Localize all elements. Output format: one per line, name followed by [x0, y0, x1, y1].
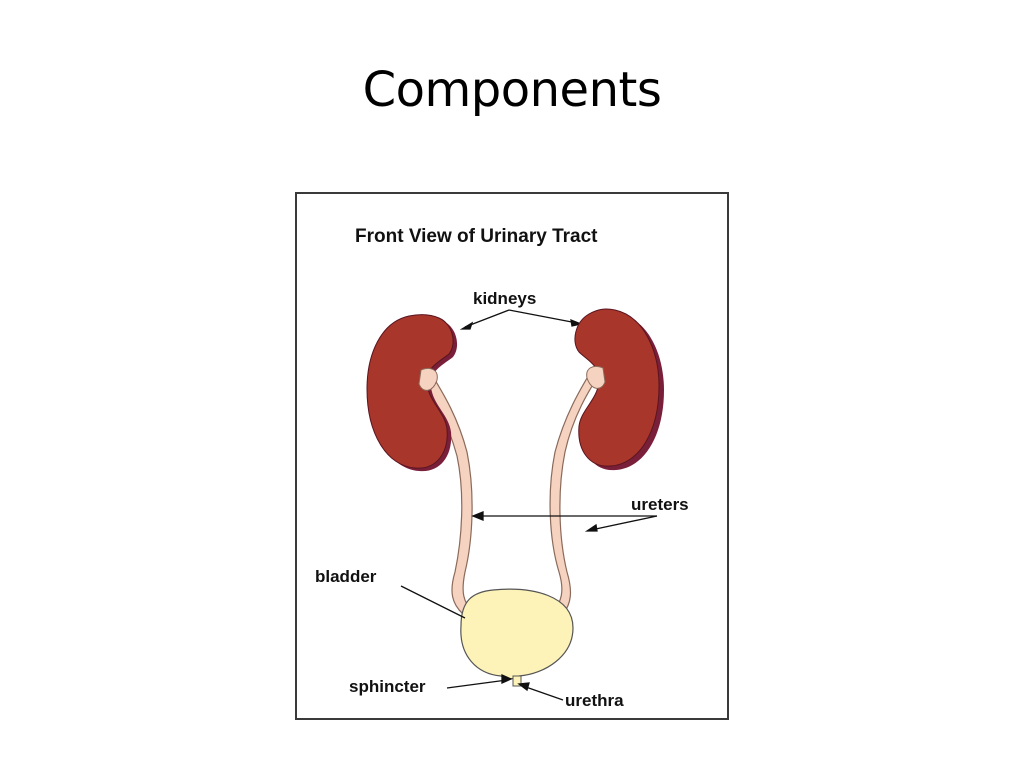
label-kidneys: kidneys — [473, 289, 536, 308]
bladder — [460, 588, 574, 680]
right-kidney — [574, 308, 664, 471]
figure-heading: Front View of Urinary Tract — [355, 226, 598, 247]
ureters-leader-lines — [471, 511, 658, 532]
urinary-tract-figure: Front View of Urinary Tract kidneys — [295, 192, 729, 720]
label-bladder: bladder — [315, 567, 377, 586]
bladder-leader-line — [400, 585, 466, 619]
sphincter-leader-line — [446, 673, 513, 689]
left-kidney — [366, 314, 458, 472]
label-urethra: urethra — [565, 691, 624, 710]
urethra-tube — [512, 675, 522, 687]
label-sphincter: sphincter — [349, 677, 426, 696]
urethra-leader-line — [517, 682, 564, 701]
kidneys-leader-lines — [459, 309, 584, 330]
urinary-tract-diagram: Front View of Urinary Tract kidneys — [315, 226, 689, 710]
label-ureters: ureters — [631, 495, 689, 514]
slide-title: Components — [362, 62, 662, 118]
